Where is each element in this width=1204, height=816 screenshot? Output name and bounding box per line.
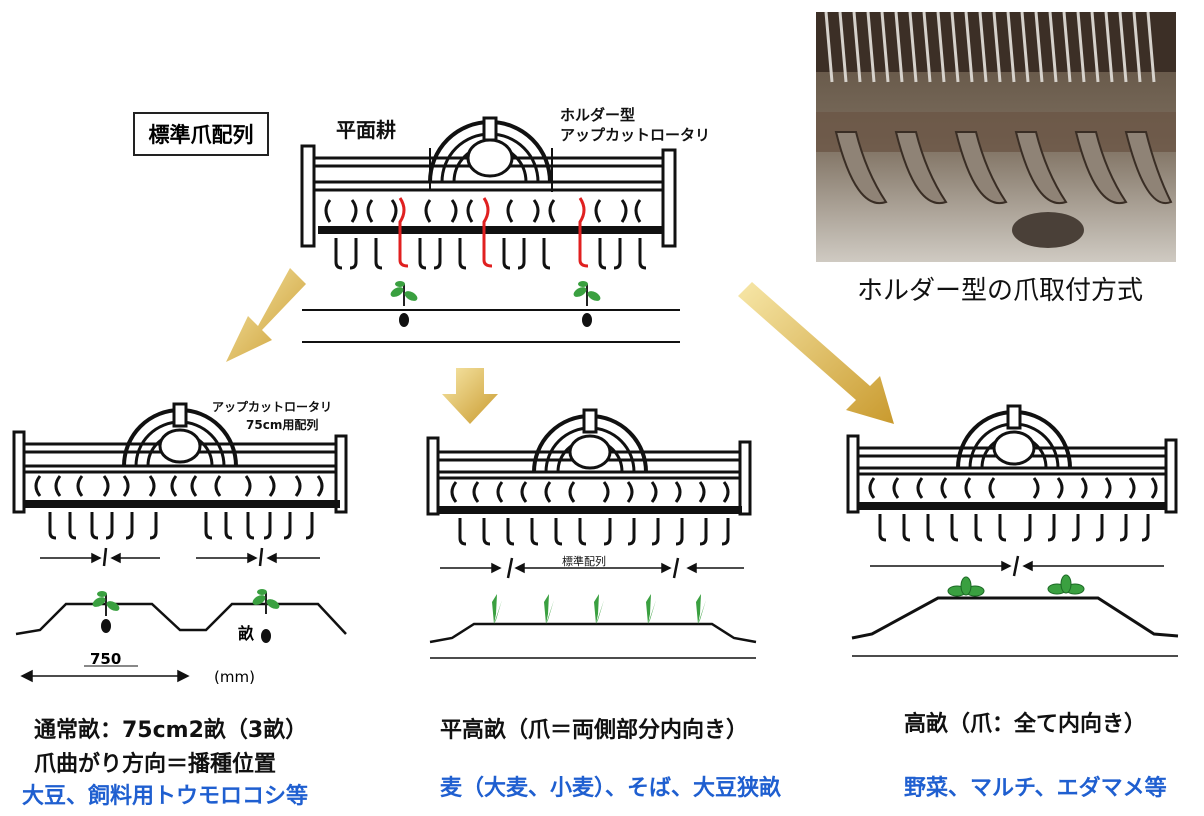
top-rotary-diagram [300, 116, 680, 343]
ridge-label: 畝 [238, 624, 255, 643]
standard-arrangement-label: 標準爪配列 [133, 112, 269, 156]
holder-type-label: ホルダー型 [560, 106, 636, 124]
middle-crops: 麦（大麦、小麦）、そば、大豆狭畝 [440, 776, 782, 801]
middle-rotary-diagram [426, 408, 757, 659]
dimension-750: 750 [90, 650, 122, 668]
holder-claw-photo [816, 12, 1176, 262]
arrow-to-left [226, 268, 306, 362]
standard-spacing-label: 標準配列 [562, 555, 606, 568]
right-caption-1: 高畝（爪：全て内向き） [904, 712, 1147, 737]
unit-label: (mm) [214, 668, 255, 686]
left-rotary-label-2: 75cm用配列 [246, 418, 319, 432]
arrow-to-right [738, 282, 894, 424]
left-crops: 大豆、飼料用トウモロコシ等 [22, 784, 309, 809]
left-rotary-diagram [12, 402, 348, 683]
right-rotary-diagram [846, 404, 1179, 657]
right-crops: 野菜、マルチ、エダマメ等 [904, 776, 1167, 801]
left-caption-2: 爪曲がり方向＝播種位置 [34, 752, 277, 777]
left-rotary-label-1: アップカットロータリ [212, 400, 333, 414]
left-caption-1: 通常畝：75cm2畝（3畝） [34, 718, 308, 743]
middle-caption-1: 平高畝（爪＝両側部分内向き） [440, 718, 749, 743]
flat-tillage-label: 平面耕 [336, 118, 396, 142]
arrow-to-middle [442, 368, 498, 424]
photo-caption: ホルダー型の爪取付方式 [856, 276, 1143, 306]
upcut-rotary-label: アップカットロータリ [560, 126, 711, 144]
